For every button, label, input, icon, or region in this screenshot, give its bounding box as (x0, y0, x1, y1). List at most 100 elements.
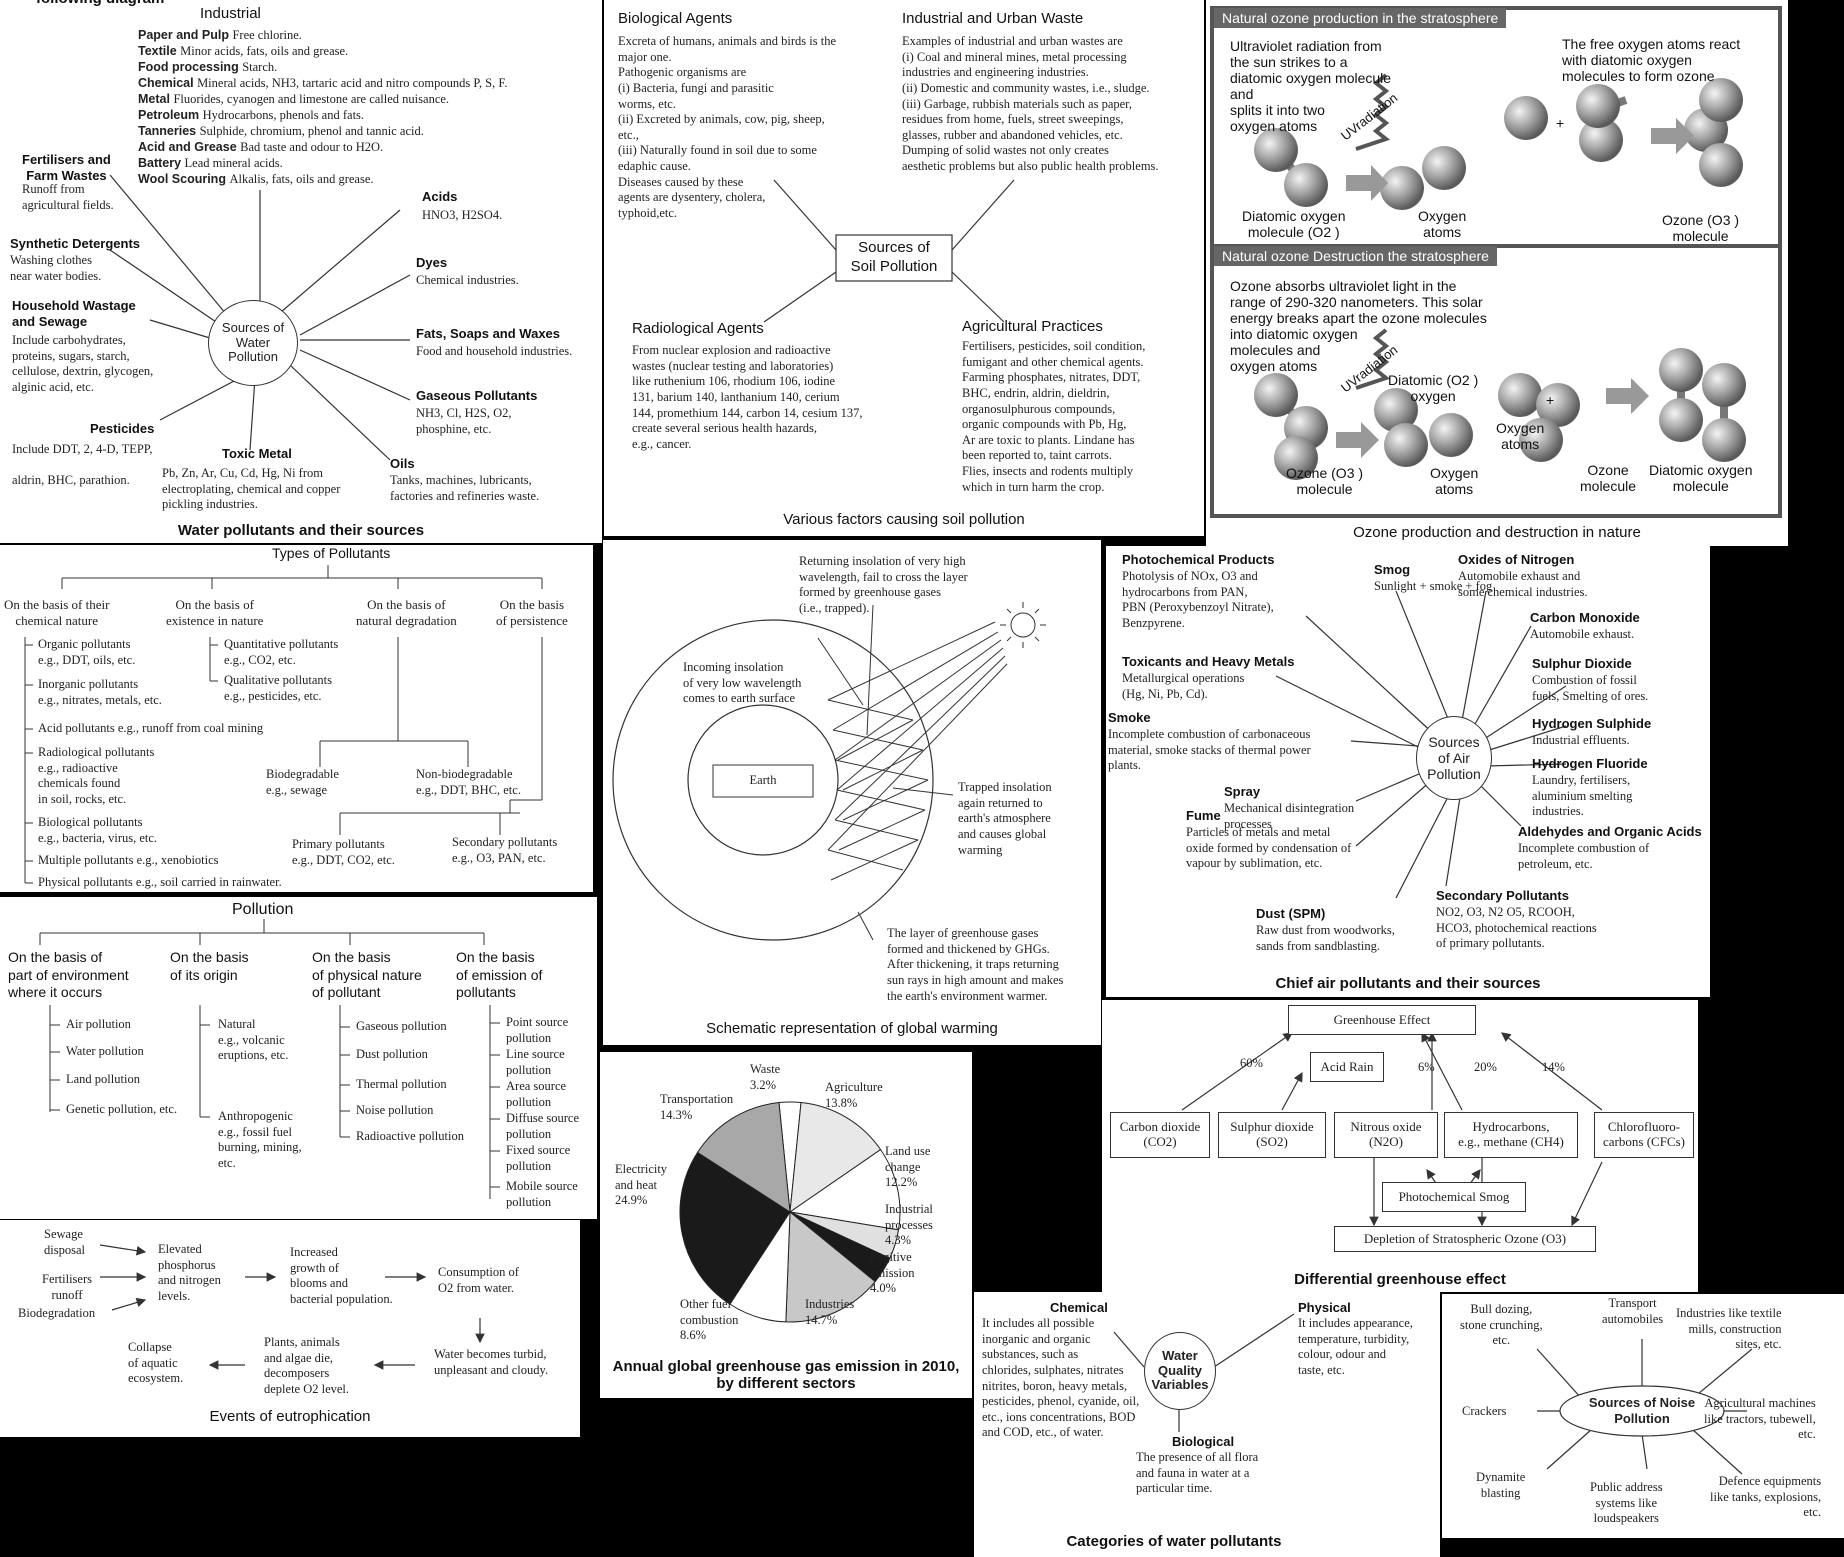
noise-dynamite: Dynamite blasting (1476, 1470, 1526, 1500)
bio-agents-text: Excreta of humans, animals and birds is … (618, 34, 836, 220)
air-item-title: Smog (1374, 562, 1411, 577)
earth-label: Earth (749, 773, 777, 787)
trapped-insolation-text: Trapped insolation again returned to ear… (958, 780, 1052, 857)
air-item-desc: Combustion of fossil fuels, Smelting of … (1532, 673, 1649, 703)
pollution-c1-3: Genetic pollution, etc. (66, 1102, 178, 1116)
gh-so2: Sulphur dioxide (SO2) (1218, 1112, 1326, 1158)
industrial-line-value: Sulphide, chromium, phenol and tannic ac… (199, 124, 424, 138)
gh-pct-60: 60% (1240, 1056, 1263, 1070)
warming-panel: Returning insolation of very high wavele… (603, 540, 1101, 1045)
types-panel: Types of Pollutants On the basis of thei… (0, 545, 593, 892)
industrial-line-value: Mineral acids, NH3, tartaric acid and ni… (197, 76, 508, 90)
gaseous-text: NH3, Cl, H2S, O2, phosphine, etc. (416, 406, 512, 436)
oils-title: Oils (390, 456, 415, 471)
acids-text: HNO3, H2SO4. (422, 208, 503, 222)
types-c1-4: Biological pollutants e.g., bacteria, vi… (38, 815, 158, 845)
ozone-molecule-label-3: Ozone molecule (1580, 462, 1637, 495)
ozone-graphics (1210, 6, 1782, 518)
pollution-c3-4: Radioactive pollution (356, 1129, 464, 1143)
types-c2-1: Qualitative pollutants e.g., pesticides,… (224, 673, 332, 703)
wq-chemical-title: Chemical (1050, 1300, 1108, 1315)
pollution-tree-lines (39, 919, 500, 1199)
types-tree-lines (24, 565, 543, 884)
air-item-desc: Raw dust from woodworks, sands from sand… (1256, 923, 1395, 953)
returning-insolation-text: Returning insolation of very high wavele… (799, 554, 968, 615)
soil-lines (763, 179, 1015, 323)
dyes-text: Chemical industries. (416, 273, 519, 287)
air-item-desc: Automobile exhaust and some chemical ind… (1458, 569, 1588, 599)
warming-caption: Schematic representation of global warmi… (706, 1020, 998, 1037)
household-title: Household Wastage and Sewage (12, 298, 136, 330)
eutro-arrows (99, 1244, 485, 1370)
ozone-destruction-text: Ozone absorbs ultraviolet light in the r… (1230, 278, 1487, 375)
oxygen-atoms-label-3: Oxygen atoms (1430, 465, 1479, 498)
air-item-title: Sulphur Dioxide (1532, 656, 1632, 671)
eutro-biodegradation: Biodegradation (18, 1306, 96, 1320)
soil-center: Sources of Soil Pollution (850, 239, 938, 275)
pollution-c4-4: Fixed source pollution (506, 1143, 571, 1173)
types-h4: On the basis of persistence (496, 597, 568, 629)
pollution-c1-1: Water pollution (66, 1044, 144, 1058)
air-item-desc: Laundry, fertilisers, aluminium smelting… (1532, 773, 1633, 819)
pesticides-text: Include DDT, 2, 4-D, TEPP, aldrin, BHC, … (12, 442, 153, 488)
pie-label: Industries 14.7% (805, 1297, 855, 1327)
eutro-fertilisers: Fertilisers runoff (42, 1272, 92, 1302)
eutro-panel: Sewage disposal Fertilisers runoff Biode… (0, 1220, 580, 1437)
types-c4-0: Primary pollutants e.g., DDT, CO2, etc. (292, 837, 395, 867)
noise-bulldozing: Bull dozing, stone crunching, etc. (1460, 1302, 1543, 1348)
pollution-h3: On the basis of physical nature of pollu… (312, 949, 422, 1000)
air-item-title: Toxicants and Heavy Metals (1122, 654, 1295, 669)
toxic-metal-text: Pb, Zn, Ar, Cu, Cd, Hg, Ni from electrop… (162, 466, 341, 512)
pollution-h2: On the basis of its origin (170, 949, 249, 983)
pie-slice (788, 1148, 901, 1231)
noise-panel: Sources of Noise Pollution Bull dozing, … (1442, 1294, 1844, 1538)
industrial-line-value: Fluorides, cyanogen and limestone are ca… (173, 92, 450, 106)
water-pollution-center: Sources of Water Pollution (208, 300, 298, 386)
pollution-h1: On the basis of part of environment wher… (8, 949, 129, 1000)
air-item-title: Fume (1186, 808, 1221, 823)
pie-slice (789, 1102, 882, 1214)
pollution-c4-0: Point source pollution (506, 1015, 569, 1045)
eutro-plants: Plants, animals and algae die, decompose… (264, 1335, 350, 1396)
gh-pct-6: 6% (1418, 1060, 1435, 1074)
types-c3-0: Biodegradable e.g., sewage (266, 767, 339, 797)
air-panel: Sources of Air Pollution Photochemical P… (1106, 546, 1710, 997)
gh-acid-rain: Acid Rain (1310, 1052, 1384, 1082)
air-item-desc: Incomplete combustion of carbonaceous ma… (1108, 727, 1311, 773)
radiological-title: Radiological Agents (632, 320, 764, 337)
air-item-desc: Sunlight + smoke + fog (1374, 579, 1493, 593)
pie-label: Fugitive emission 4.0% (870, 1250, 915, 1296)
greenhouse-layer-text: The layer of greenhouse gases formed and… (887, 926, 1064, 1003)
diatomic-label: Diatomic oxygen molecule (O2 ) (1242, 208, 1346, 241)
air-item-desc: Incomplete combustion of petroleum, etc. (1518, 841, 1650, 871)
soil-caption: Various factors causing soil pollution (783, 511, 1025, 528)
eutro-elevated: Elevated phosphorus and nitrogen levels. (158, 1242, 221, 1303)
air-item-title: Aldehydes and Organic Acids (1518, 824, 1702, 839)
gh-cfc: Chlorofluoro- carbons (CFCs) (1594, 1112, 1694, 1158)
industrial-list: Paper and Pulp Free chlorine.Textile Min… (138, 27, 507, 187)
industrial-line-value: Free chlorine. (232, 28, 302, 42)
gh-smog: Photochemical Smog (1382, 1182, 1526, 1212)
air-item-desc: Metallurgical operations (Hg, Ni, Pb, Cd… (1122, 671, 1245, 701)
warming-graphics (612, 602, 1046, 941)
water-sources-panel: following diagram Industrial Paper and P… (0, 0, 602, 543)
noise-lines (1536, 1339, 1753, 1475)
ozone-reaction-text: The free oxygen atoms react with diatomi… (1562, 36, 1741, 85)
fertilisers-title: Fertilisers and Farm Wastes (22, 152, 111, 184)
eutro-caption: Events of eutrophication (209, 1408, 371, 1425)
ozone-molecule-label-2: Ozone (O3 ) molecule (1286, 465, 1364, 498)
industrial-line-value: Minor acids, fats, oils and grease. (180, 44, 349, 58)
wq-physical-title: Physical (1298, 1300, 1351, 1315)
types-c1-0: Organic pollutants e.g., DDT, oils, etc. (38, 637, 136, 667)
pie-panel: Waste 3.2%Agriculture 13.8%Land use chan… (600, 1052, 972, 1398)
pie-label: Agriculture 13.8% (825, 1080, 883, 1110)
oils-text: Tanks, machines, lubricants, factories a… (390, 473, 540, 503)
industrial-title: Industrial (200, 5, 261, 22)
eutro-turbid: Water becomes turbid, unpleasant and clo… (434, 1347, 549, 1377)
pie-label: Industrial processes 4.3% (885, 1202, 933, 1248)
industrial-line-key: Paper and Pulp (138, 28, 233, 42)
ozone-destruction-title: Natural ozone Destruction the stratosphe… (1214, 246, 1497, 266)
diatomic-label-2: Diatomic (O2 ) oxygen (1388, 372, 1479, 405)
diatomic-label-3: Diatomic oxygen molecule (1649, 462, 1753, 495)
incoming-insolation-text: Incoming insolation of very low waveleng… (683, 660, 802, 706)
